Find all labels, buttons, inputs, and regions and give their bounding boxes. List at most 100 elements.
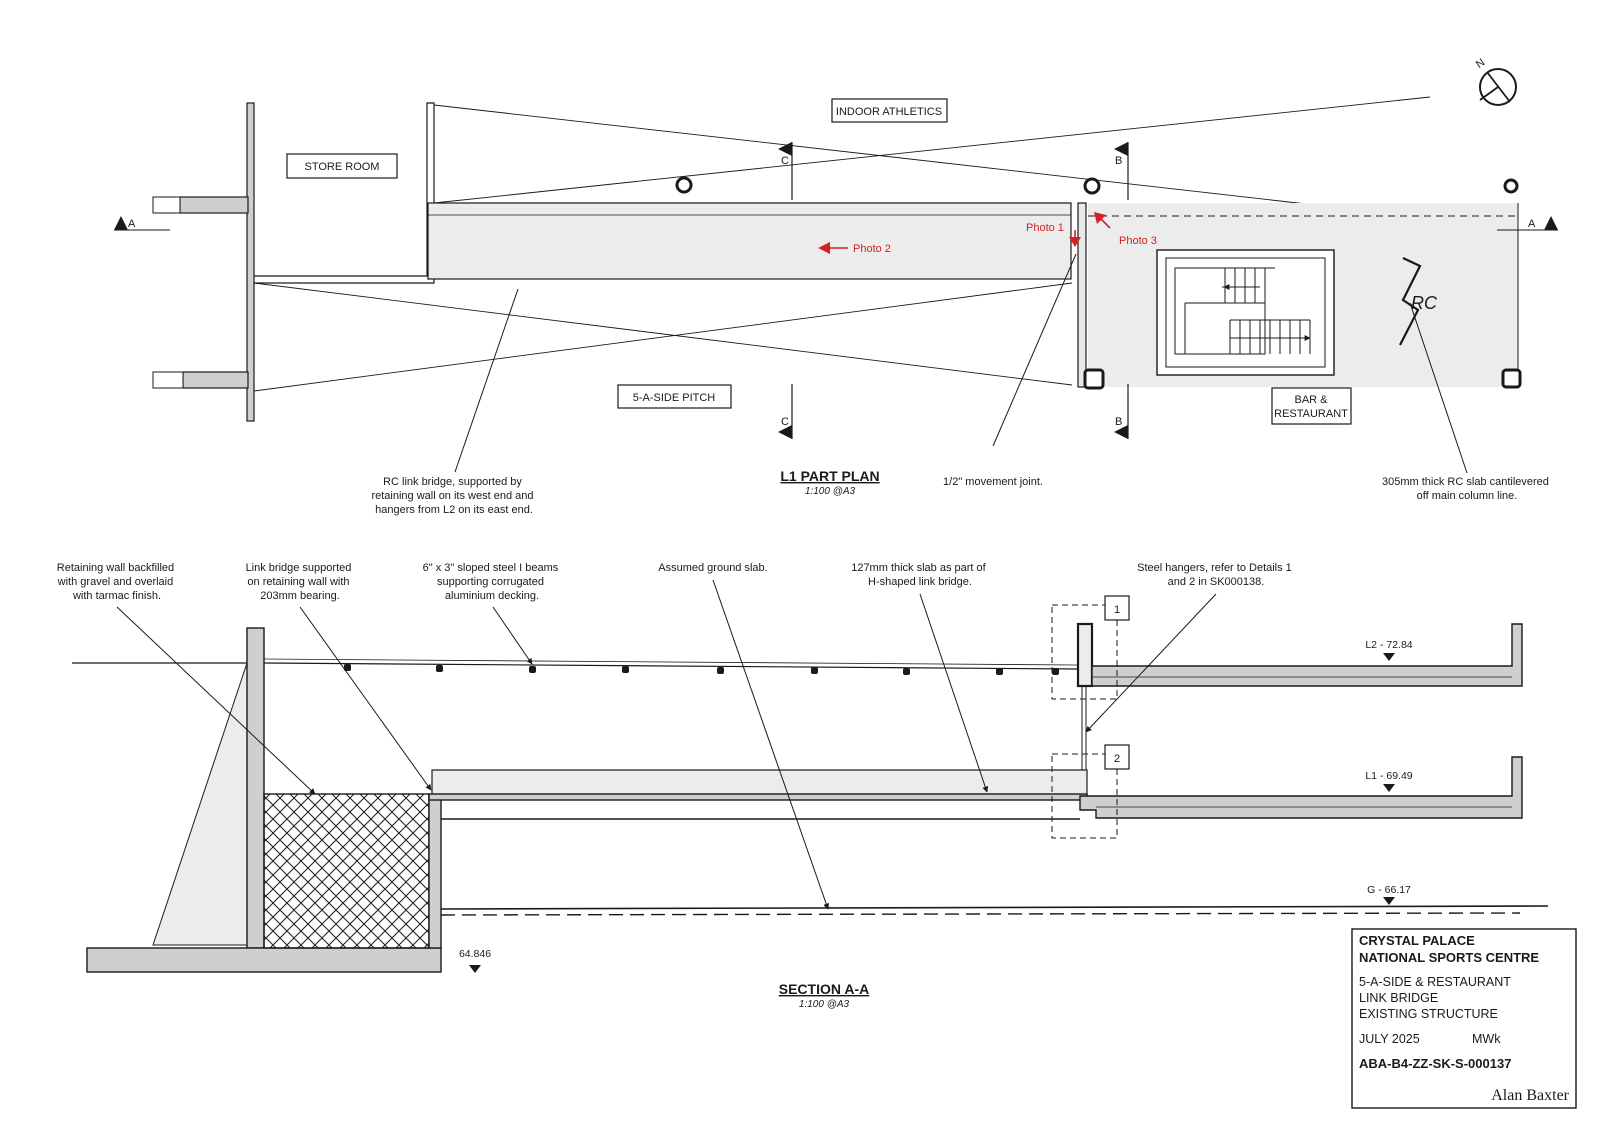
section-bridge-upstand — [431, 769, 1088, 797]
tb-initials: MWk — [1472, 1032, 1501, 1046]
section-bridge-slab — [428, 793, 1088, 801]
svg-text:C: C — [781, 155, 789, 167]
photo-1-label: Photo 1 — [1026, 222, 1064, 234]
plan-movement-joint — [1077, 202, 1087, 388]
plan-rc-label: RC — [1411, 293, 1438, 313]
plan-wall-spur-upper-end — [152, 196, 181, 214]
svg-text:B: B — [1115, 155, 1122, 167]
plan-column-round — [1503, 178, 1519, 194]
section-support-wall — [428, 795, 442, 949]
section-footing — [86, 947, 442, 973]
svg-text:G - 66.17: G - 66.17 — [1367, 884, 1411, 896]
detail-1-number: 1 — [1114, 604, 1120, 616]
tb-desc-line3: EXISTING STRUCTURE — [1359, 1007, 1498, 1021]
plan-west-wall — [246, 102, 255, 422]
note-slab-127: 127mm thick slab as part of H-shaped lin… — [851, 562, 989, 588]
note-steel-hangers: Steel hangers, refer to Details 1 and 2 … — [1137, 562, 1295, 588]
section-marker-b-bottom: B — [1114, 384, 1129, 439]
section-hanger-bracket — [1076, 622, 1094, 688]
photo-3-label: Photo 3 — [1119, 235, 1157, 247]
section-marker-b-top: B — [1114, 142, 1129, 200]
section-ground-slab — [440, 905, 1549, 910]
plan-link-bridge — [427, 202, 1072, 280]
detail-2-number: 2 — [1114, 753, 1120, 765]
note-ground-slab: Assumed ground slab. — [658, 562, 767, 574]
section-roof-beam-top — [263, 658, 1078, 666]
detail-2-tag — [1104, 744, 1130, 770]
section-l1-slab — [1079, 756, 1523, 819]
section-marker-c-top: C — [778, 142, 793, 200]
section-backfill-slope — [152, 662, 248, 946]
section-l2-slab — [1091, 623, 1523, 687]
plan-walkway — [254, 102, 435, 284]
pitch-label: 5-A-SIDE PITCH — [633, 392, 716, 404]
tb-desc-line1: 5-A-SIDE & RESTAURANT — [1359, 975, 1511, 989]
section-retaining-wall — [246, 627, 265, 949]
north-arrow: N — [1474, 57, 1517, 106]
section-marker-a-west: A — [114, 216, 170, 231]
plan-wall-spur-lower — [182, 371, 249, 389]
section-leaders — [116, 579, 1217, 910]
detail-2-frame — [1051, 753, 1118, 839]
plan-break-line — [1399, 257, 1422, 346]
note-bearing: Link bridge supported on retaining wall … — [246, 562, 355, 602]
tb-desc-line2: LINK BRIDGE — [1359, 991, 1438, 1005]
note-movement-joint: 1/2" movement joint. — [943, 476, 1043, 488]
plan-wall-spur-upper — [179, 196, 249, 214]
svg-text:A: A — [1528, 218, 1536, 230]
plan-column-square — [1083, 368, 1105, 390]
plan-leaders — [454, 253, 1468, 474]
section-marker-a-east: A — [1497, 216, 1558, 231]
level-marker-base: 64.846 — [459, 948, 491, 973]
note-retaining-wall: Retaining wall backfilled with gravel an… — [57, 562, 178, 602]
bar-label-line2: RESTAURANT — [1274, 408, 1348, 420]
plan-column-square — [1501, 368, 1522, 389]
title-block: CRYSTAL PALACE NATIONAL SPORTS CENTRE 5-… — [1351, 928, 1577, 1109]
section-title: SECTION A-A — [779, 981, 869, 997]
svg-text:64.846: 64.846 — [459, 948, 491, 960]
bar-restaurant-box — [1271, 387, 1352, 425]
plan-column-round — [675, 176, 693, 194]
section-beam-studs — [344, 664, 1059, 675]
level-marker-l2: L2 - 72.84 — [1365, 639, 1413, 661]
detail-1-tag — [1104, 595, 1130, 621]
note-steel-beams: 6" x 3" sloped steel I beams supporting … — [423, 562, 562, 602]
bar-label-line1: BAR & — [1294, 394, 1328, 406]
section-marker-c-bottom: C — [778, 384, 793, 439]
indoor-athletics-label: INDOOR ATHLETICS — [836, 106, 942, 118]
level-marker-g: G - 66.17 — [1367, 884, 1411, 905]
tb-reference: ABA-B4-ZZ-SK-S-000137 — [1359, 1056, 1511, 1071]
section-gravel-fill — [263, 793, 430, 949]
title-block-frame — [1351, 928, 1577, 1109]
svg-text:L2 - 72.84: L2 - 72.84 — [1365, 639, 1412, 651]
photo-2-marker: Photo 2 — [818, 242, 891, 255]
tb-date: JULY 2025 — [1359, 1032, 1420, 1046]
indoor-athletics-box — [831, 98, 948, 123]
photo-2-label: Photo 2 — [853, 243, 891, 255]
section-scale: 1:100 @A3 — [799, 999, 850, 1010]
svg-text:C: C — [781, 416, 789, 428]
section-roof-beam — [263, 662, 1078, 670]
svg-text:A: A — [128, 218, 136, 230]
photo-3-marker: Photo 3 — [1094, 212, 1157, 247]
note-cantilever: 305mm thick RC slab cantilevered off mai… — [1382, 476, 1552, 502]
l1-part-plan: RC STORE ROOM INDOOR ATHLETICS 5-A-SIDE … — [114, 57, 1558, 516]
tb-signature: Alan Baxter — [1491, 1087, 1569, 1104]
detail-1-frame — [1051, 604, 1118, 700]
store-room-box — [286, 153, 398, 179]
section-a-a: 1 2 L2 - 72.84 L1 - 69.49 G - 66.17 64.8… — [57, 562, 1549, 1010]
plan-column-round — [1083, 177, 1101, 195]
store-room-label: STORE ROOM — [305, 161, 380, 173]
photo-1-marker: Photo 1 — [1026, 222, 1081, 247]
plan-wall-spur-lower-end — [152, 371, 184, 389]
note-link-bridge: RC link bridge, supported by retaining w… — [371, 476, 536, 516]
plan-scale: 1:100 @A3 — [805, 486, 856, 497]
svg-text:L1 - 69.49: L1 - 69.49 — [1365, 770, 1412, 782]
plan-title: L1 PART PLAN — [780, 468, 879, 484]
plan-stair-flights — [1174, 267, 1311, 355]
section-ground-slab-dash — [440, 912, 1521, 916]
pitch-box — [617, 384, 732, 409]
tb-project-line2: NATIONAL SPORTS CENTRE — [1359, 950, 1539, 965]
tb-project-line1: CRYSTAL PALACE — [1359, 933, 1475, 948]
